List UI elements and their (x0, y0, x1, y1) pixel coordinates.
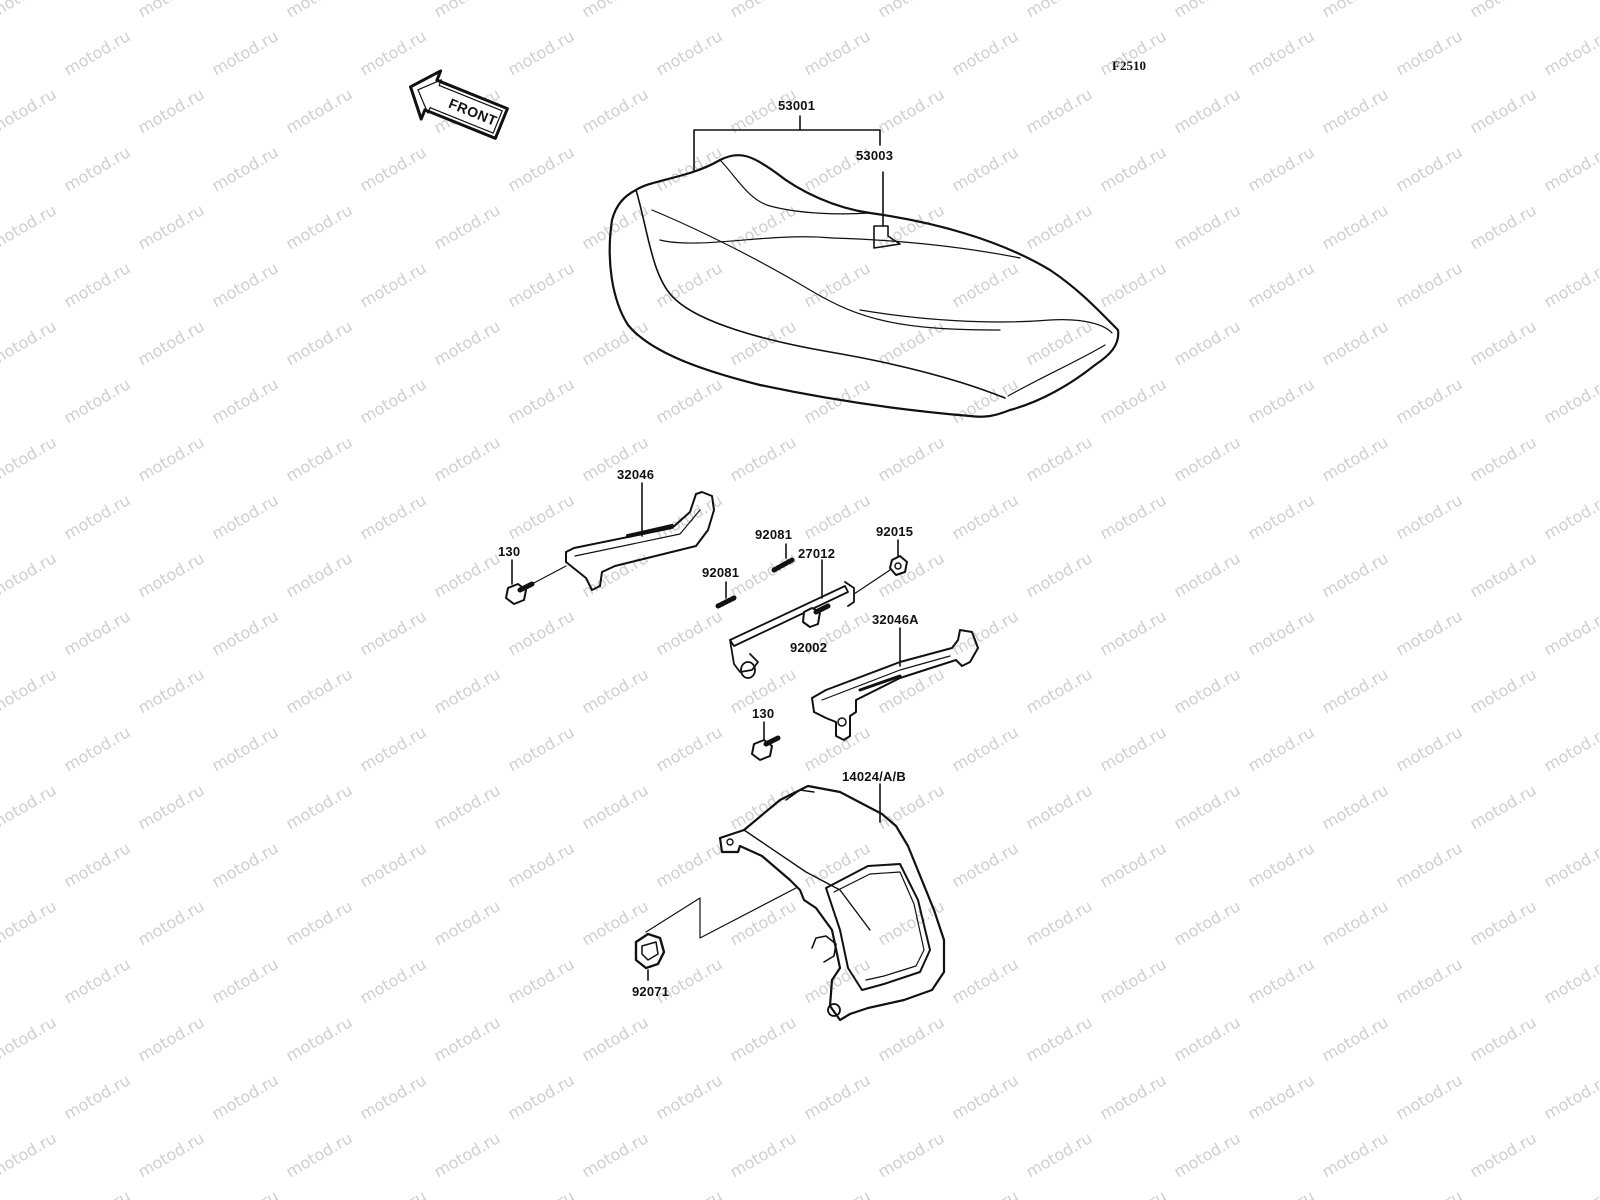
callout-92071: 92071 (632, 984, 670, 999)
callout-14024: 14024/A/B (842, 769, 906, 784)
grommet-92071 (634, 932, 666, 970)
line-130-to-32046 (531, 565, 567, 585)
callout-53003: 53003 (856, 148, 894, 163)
figure-code: F2510 (1112, 58, 1146, 73)
callout-32046: 32046 (617, 467, 655, 482)
nut-92015 (889, 555, 908, 576)
front-arrow-icon: FRONT (409, 69, 509, 140)
callout-53001: 53001 (778, 98, 816, 113)
callout-27012: 27012 (798, 546, 836, 561)
bolt-130-lower (751, 735, 781, 761)
callout-32046A: 32046A (872, 612, 919, 627)
bracket-32046A (811, 629, 979, 741)
spring-92081-lower (715, 595, 737, 609)
callout-130-lower: 130 (752, 706, 775, 721)
spring-92081-upper (771, 557, 795, 573)
callout-92002: 92002 (790, 640, 828, 655)
callout-92081-lower: 92081 (702, 565, 740, 580)
seat-53001 (608, 154, 1120, 418)
callout-92015: 92015 (876, 524, 914, 539)
cover-14024 (718, 784, 946, 1022)
rod-27012 (729, 581, 855, 679)
bolt-92002 (802, 603, 831, 628)
callout-92081-upper: 92081 (755, 527, 793, 542)
leader-53001 (693, 129, 881, 171)
line-92071-to-cover (645, 887, 797, 939)
callout-130-upper: 130 (498, 544, 521, 559)
bracket-32046 (565, 491, 715, 591)
line-92015-to-27012 (853, 569, 891, 595)
bolt-130-upper (505, 581, 535, 605)
